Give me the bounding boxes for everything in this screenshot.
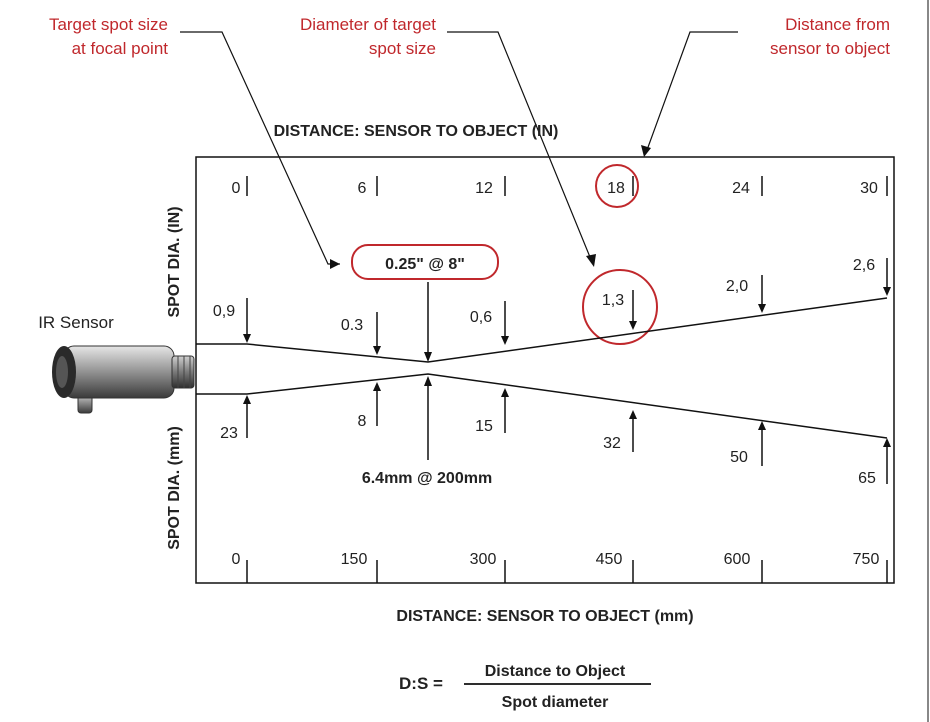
tick-mm-600: 600 (724, 551, 751, 568)
callout-distance-leader (641, 31, 738, 157)
lower-spot-arrows (243, 382, 891, 484)
highlight-ring-spot-18in (582, 269, 658, 345)
focal-spot-in-box (351, 244, 499, 280)
spot-mm-150: 8 (358, 413, 367, 430)
spot-in-6: 0.3 (341, 317, 363, 334)
formula-numerator: Distance to Object (485, 663, 626, 680)
annotation-diameter-line2: spot size (369, 39, 436, 58)
tick-mm-300: 300 (470, 551, 497, 568)
tick-in-0: 0 (232, 180, 241, 197)
axis-label-spot-in: SPOT DIA. (IN) (166, 206, 183, 317)
spot-in-0: 0,9 (213, 303, 235, 320)
tick-in-18: 18 (607, 180, 625, 197)
callout-focal-leader (180, 31, 340, 269)
spot-in-24: 2,0 (726, 278, 748, 295)
axis-title-mm: DISTANCE: SENSOR TO OBJECT (mm) (396, 608, 693, 625)
chart-frame (195, 156, 895, 584)
tick-mm-450: 450 (596, 551, 623, 568)
spot-in-18: 1,3 (602, 292, 624, 309)
spot-mm-450: 32 (603, 435, 621, 452)
spot-in-12: 0,6 (470, 309, 492, 326)
tick-in-12: 12 (475, 180, 493, 197)
spot-mm-750: 65 (858, 470, 876, 487)
beam-upper-edge (196, 297, 888, 363)
annotation-distance-line1: Distance from (785, 15, 890, 34)
axis-label-spot-mm: SPOT DIA. (mm) (166, 426, 183, 550)
upper-spot-arrows (243, 258, 891, 355)
focal-spot-in-label: 0.25" @ 8" (385, 256, 465, 273)
highlight-ring-18in (595, 164, 639, 208)
spot-mm-0: 23 (220, 425, 238, 442)
beam-lower-edge (196, 373, 888, 439)
ir-sensor-icon (52, 345, 195, 414)
tick-mm-150: 150 (341, 551, 368, 568)
spot-mm-300: 15 (475, 418, 493, 435)
sensor-label: IR Sensor (38, 313, 114, 332)
axis-title-inches: DISTANCE: SENSOR TO OBJECT (IN) (274, 123, 559, 140)
formula-denominator: Spot diameter (502, 694, 609, 711)
spot-mm-600: 50 (730, 449, 748, 466)
tick-mm-750: 750 (853, 551, 880, 568)
tick-in-24: 24 (732, 180, 750, 197)
callout-diameter-leader (447, 31, 596, 267)
annotation-focal-line2: at focal point (72, 39, 169, 58)
mm-ticks (246, 560, 888, 583)
inch-ticks (246, 176, 888, 196)
spot-in-30: 2,6 (853, 257, 875, 274)
annotation-diameter-line1: Diameter of target (300, 15, 436, 34)
focal-spot-mm-label: 6.4mm @ 200mm (362, 470, 492, 487)
formula-lhs: D:S = (399, 674, 443, 693)
focal-arrows (424, 282, 432, 460)
tick-in-30: 30 (860, 180, 878, 197)
tick-mm-0: 0 (232, 551, 241, 568)
annotation-distance-line2: sensor to object (770, 39, 890, 58)
tick-in-6: 6 (358, 180, 367, 197)
annotation-focal-line1: Target spot size (49, 15, 168, 34)
